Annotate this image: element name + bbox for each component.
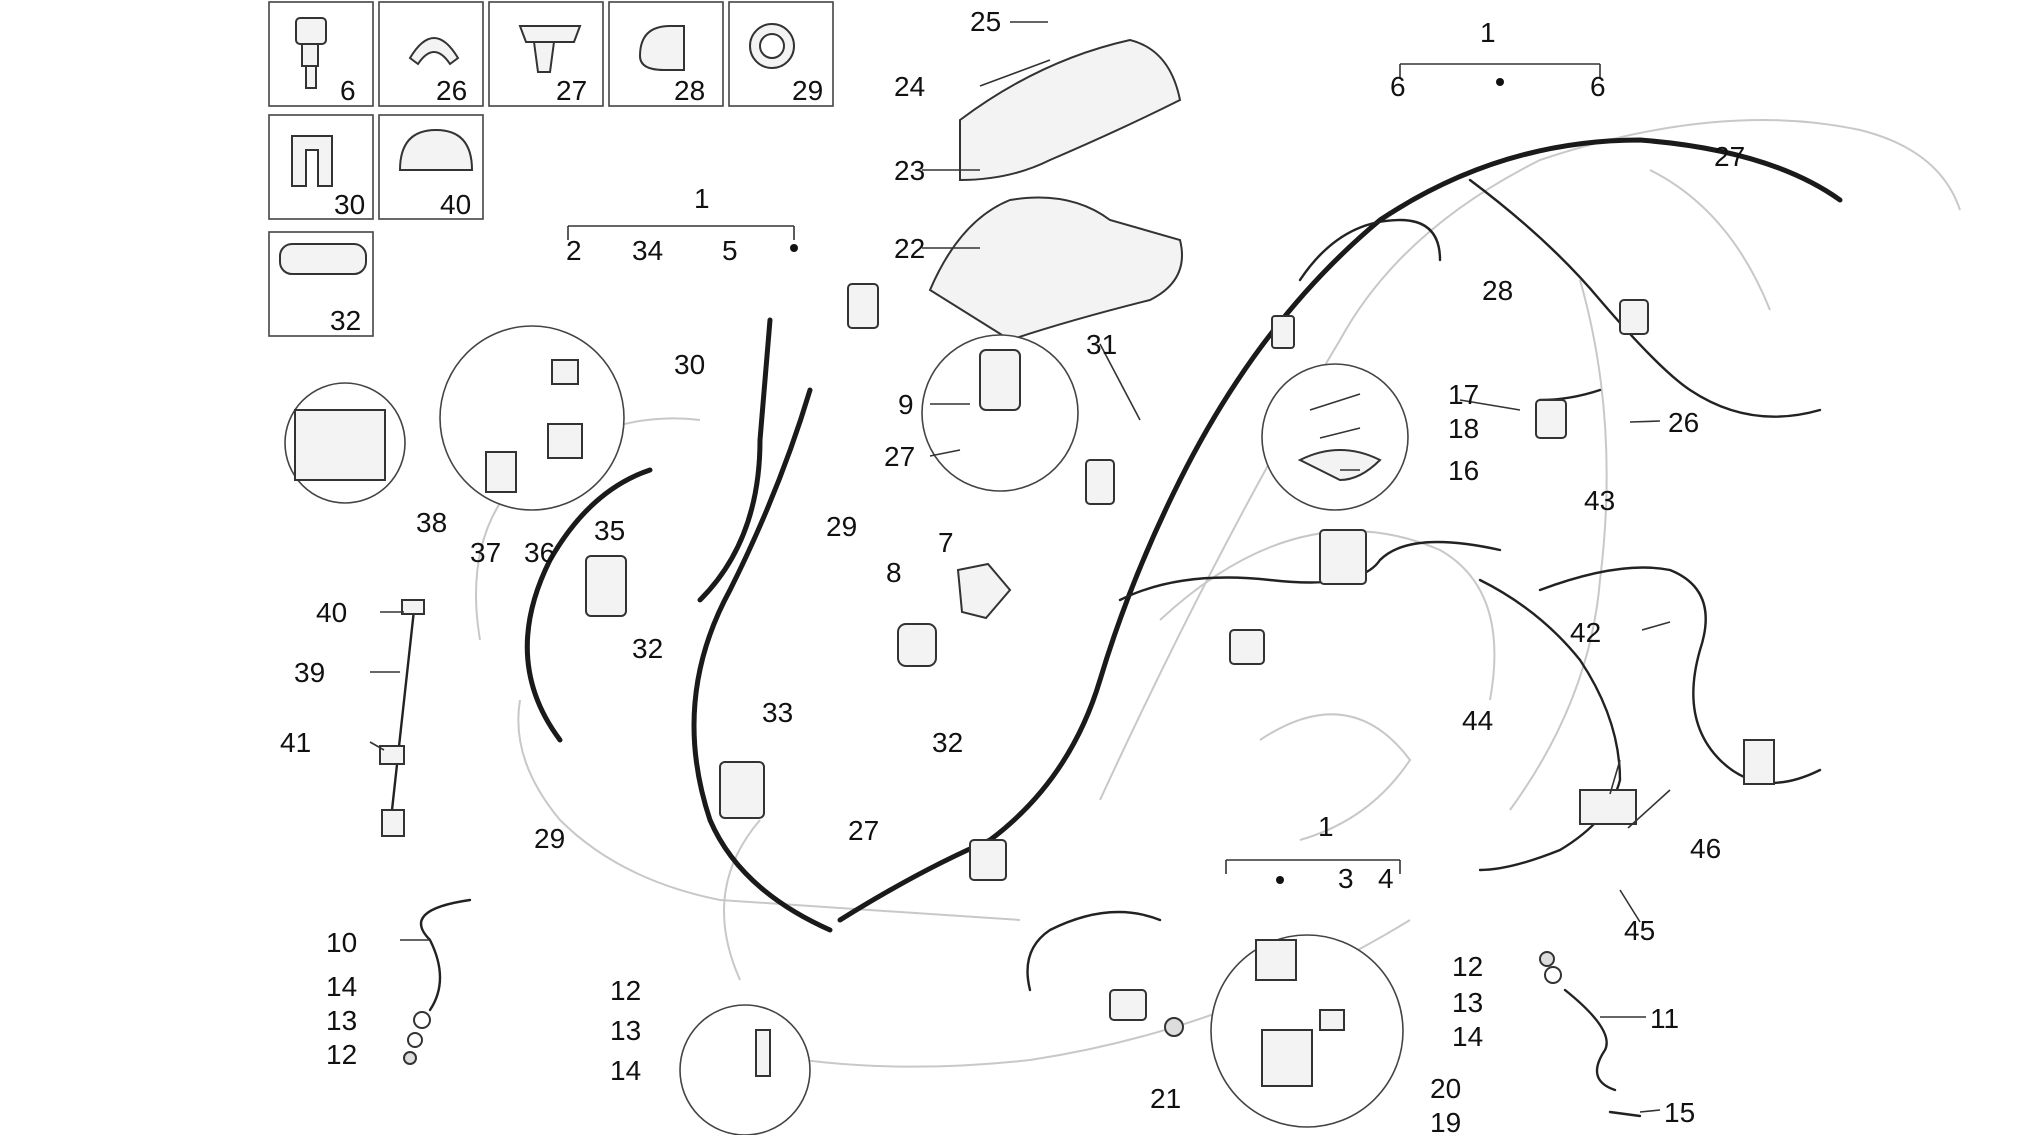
callout-3: 3 [1338, 863, 1354, 894]
callout-35: 35 [594, 515, 625, 546]
inset-box-40: 40 [378, 114, 484, 220]
callout-18: 18 [1448, 413, 1479, 444]
detail-circle-fusebox [284, 382, 406, 504]
callout-1-top-right: 1 [1480, 17, 1496, 48]
inset-box-30: 30 [268, 114, 374, 220]
callout-10: 10 [326, 927, 357, 958]
callout-30: 30 [674, 349, 705, 380]
inset-box-6: 6 [268, 1, 374, 107]
inset-box-32: 32 [268, 231, 374, 337]
callout-6-right: 6 [1590, 71, 1606, 102]
callout-40: 40 [316, 597, 347, 628]
callout-44: 44 [1462, 705, 1493, 736]
callout-13-right: 13 [1452, 987, 1483, 1018]
harness-connectors [585, 283, 1649, 1021]
callout-2: 2 [566, 235, 582, 266]
callout-9: 9 [898, 389, 914, 420]
callout-46: 46 [1690, 833, 1721, 864]
callout-13-left: 13 [326, 1005, 357, 1036]
callout-13-mid: 13 [610, 1015, 641, 1046]
callout-7: 7 [938, 527, 954, 558]
scooter-frame-outline [475, 119, 1961, 1068]
callout-29-lower: 29 [534, 823, 565, 854]
detail-circle-ground [679, 1004, 811, 1136]
callout-29-upper: 29 [826, 511, 857, 542]
callout-labels: 1 2 34 5 25 24 23 22 1 6 6 27 28 26 17 1… [280, 6, 1745, 1138]
detail-circle-clip [1261, 363, 1409, 511]
callout-26: 26 [1668, 407, 1699, 438]
inset-label-26: 26 [436, 75, 467, 106]
callout-14-mid: 14 [610, 1055, 641, 1086]
callout-28: 28 [1482, 275, 1513, 306]
inset-box-29: 29 [728, 1, 834, 107]
inset-label-29: 29 [792, 75, 823, 106]
callout-22: 22 [894, 233, 925, 264]
inset-label-30: 30 [334, 189, 365, 220]
callout-12-right: 12 [1452, 951, 1483, 982]
callout-19: 19 [1430, 1107, 1461, 1135]
callout-4: 4 [1378, 863, 1394, 894]
callout-17: 17 [1448, 379, 1479, 410]
callout-42: 42 [1570, 617, 1601, 648]
callout-41: 41 [280, 727, 311, 758]
callout-43: 43 [1584, 485, 1615, 516]
callout-11: 11 [1650, 1003, 1679, 1034]
callout-36: 36 [524, 537, 555, 568]
callout-14-right: 14 [1452, 1021, 1483, 1052]
callout-39: 39 [294, 657, 325, 688]
part-42-44-harness [1478, 566, 1822, 872]
callout-1-bottom: 1 [1318, 811, 1334, 842]
main-wiring-harness [524, 137, 1843, 992]
leader-lines [369, 21, 1671, 1113]
callout-27-lower: 27 [848, 815, 879, 846]
part-39-cable [379, 599, 425, 837]
cover-part-22 [928, 196, 1183, 342]
inset-label-27: 27 [556, 75, 587, 106]
callout-21: 21 [1150, 1083, 1181, 1114]
inset-box-26: 26 [378, 1, 484, 107]
callout-38: 38 [416, 507, 447, 538]
callout-14-left: 14 [326, 971, 357, 1002]
inset-label-32: 32 [330, 305, 361, 336]
callout-32-mid: 32 [932, 727, 963, 758]
inset-label-6: 6 [340, 75, 356, 106]
part-11-cable [1539, 951, 1642, 1118]
callout-25: 25 [970, 6, 1001, 37]
callout-12-mid: 12 [610, 975, 641, 1006]
part-21-bolt [1164, 1017, 1184, 1037]
callout-24: 24 [894, 71, 925, 102]
inset-box-28: 28 [608, 1, 724, 107]
callout-6-left: 6 [1390, 71, 1406, 102]
callout-23: 23 [894, 155, 925, 186]
detail-circle-relay [439, 325, 625, 511]
callout-8: 8 [886, 557, 902, 588]
group-markers [790, 78, 1504, 884]
callout-31: 31 [1086, 329, 1117, 360]
inset-label-28: 28 [674, 75, 705, 106]
callout-45: 45 [1624, 915, 1655, 946]
callout-32-left: 32 [632, 633, 663, 664]
callout-27-top-right: 27 [1714, 141, 1745, 172]
callout-5: 5 [722, 235, 738, 266]
callout-37: 37 [470, 537, 501, 568]
callout-20: 20 [1430, 1073, 1461, 1104]
part-10-cable [403, 898, 472, 1065]
cover-part-24 [959, 38, 1182, 182]
callout-1: 1 [694, 183, 710, 214]
callout-27-mid: 27 [884, 441, 915, 472]
callout-34: 34 [632, 235, 663, 266]
callout-33: 33 [762, 697, 793, 728]
inset-label-40: 40 [440, 189, 471, 220]
detail-circle-connector [921, 334, 1079, 492]
callout-15: 15 [1664, 1097, 1695, 1128]
callout-16: 16 [1448, 455, 1479, 486]
inset-box-27: 27 [488, 1, 604, 107]
callout-12-left: 12 [326, 1039, 357, 1070]
part-8-7-grommets [897, 562, 1012, 667]
detail-circle-relays [1210, 934, 1404, 1128]
